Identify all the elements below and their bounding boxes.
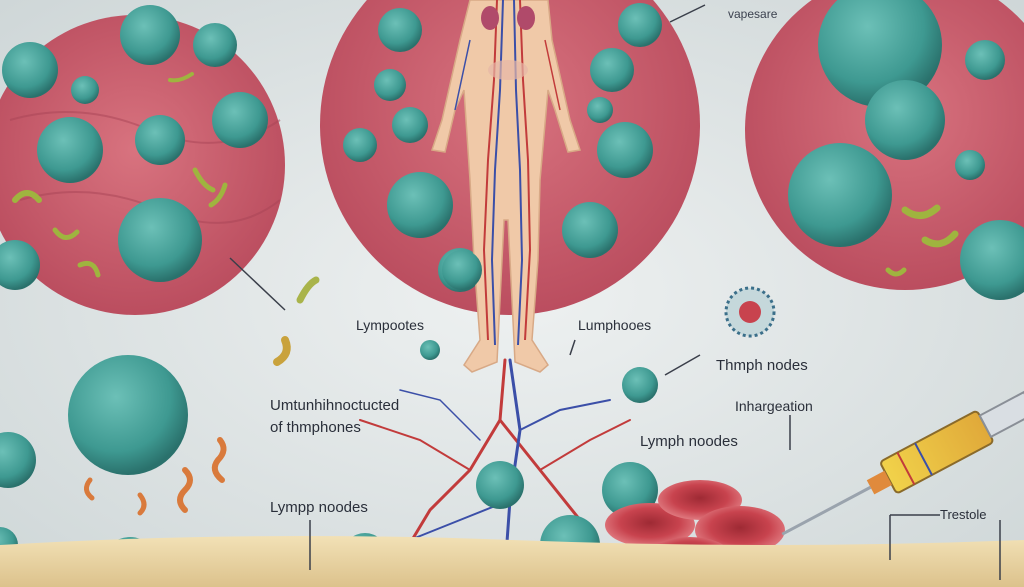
tissue-magnification-right <box>745 0 1024 300</box>
label-vapesare: vapesare <box>728 7 778 21</box>
label-trestole: Trestole <box>940 507 987 522</box>
label-thmph-nodes: Thmph nodes <box>716 357 808 374</box>
label-lympp-noodes-low: Lympp noodes <box>270 499 368 516</box>
pointer-lines <box>229 4 1001 580</box>
syringe <box>781 390 1024 536</box>
label-lymph-noodes-mid: Lymph noodes <box>640 433 738 450</box>
human-body-figure <box>431 0 581 373</box>
tissue-magnification-left <box>0 5 285 315</box>
bacteria-particles <box>84 276 320 516</box>
label-inhargeation: Inhargeation <box>735 398 813 414</box>
label-untreated-line1: Umtunhihnoctucted <box>270 397 400 414</box>
ground-layer <box>0 536 1024 587</box>
label-untreated-line2: of thmphones <box>270 419 361 436</box>
label-lumphoces: Lumphooes <box>578 317 652 333</box>
label-lympoocites: Lympootes <box>356 317 424 333</box>
